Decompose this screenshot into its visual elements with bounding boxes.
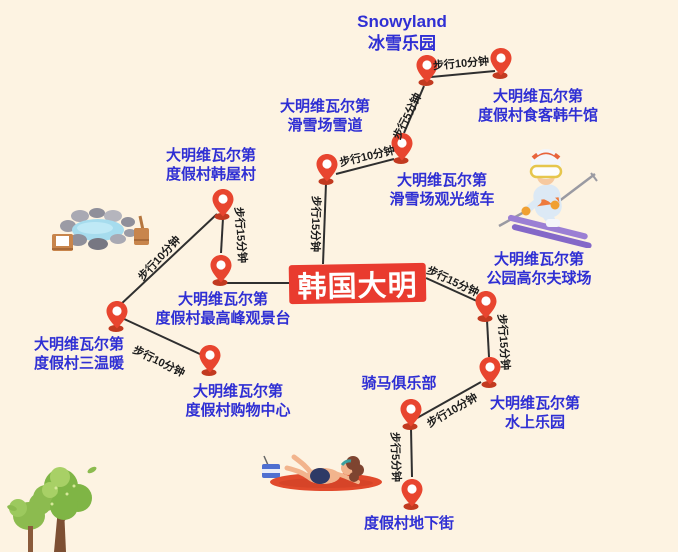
park-golf-course-label: 大明维瓦尔第公园高尔夫球场: [486, 250, 591, 288]
ski-slope-pin: [315, 153, 339, 185]
route-line-horse-riding-club--underground-street: [410, 427, 413, 478]
route-duration-label-ski-slope--center-badge: 步行15分钟: [308, 195, 322, 253]
water-park-pin: [478, 356, 502, 388]
hanok-village-label-line: 度假村韩屋村: [165, 166, 257, 184]
water-park-label: 大明维瓦尔第水上乐园: [490, 394, 580, 432]
snowyland-ice-park-label: Snowyland 冰雪乐园: [357, 11, 447, 55]
hanwoo-restaurant-label-line: 大明维瓦尔第: [492, 88, 584, 105]
snowyland-ice-park-label-line: 冰雪乐园: [367, 33, 436, 53]
ski-slope-label-line: 滑雪场雪道: [287, 117, 363, 135]
route-line-snowyland-ice-park--hanwoo-restaurant: [430, 70, 496, 78]
sauna-pin: [105, 300, 129, 332]
route-line-hanok-village--peak-observatory: [220, 217, 224, 254]
hot-spring-illustration: [52, 208, 149, 251]
route-line-sauna--shopping-center: [121, 317, 203, 356]
sauna-label-line: 大明维瓦尔第: [33, 336, 125, 353]
peak-observatory-label-line: 大明维瓦尔第: [177, 291, 269, 308]
center-title-badge: 韩国大明: [288, 262, 427, 305]
horse-riding-club-pin: [399, 398, 423, 430]
hanwoo-restaurant-label: 大明维瓦尔第度假村食客韩牛馆: [478, 87, 598, 125]
park-golf-course-label-line: 大明维瓦尔第: [493, 251, 585, 268]
snowyland-ice-park-label-line: Snowyland: [357, 12, 447, 31]
sauna-label: 大明维瓦尔第度假村三温暖: [34, 335, 124, 373]
trees-illustration: [7, 466, 97, 552]
sightseeing-cable-car-pin: [390, 132, 414, 164]
skier-illustration: [498, 149, 598, 248]
park-golf-course-label-line: 公园高尔夫球场: [486, 270, 592, 288]
ski-slope-label-line: 大明维瓦尔第: [279, 98, 371, 115]
swimmer-illustration: [262, 454, 382, 491]
snowyland-ice-park-pin: [415, 54, 439, 86]
sightseeing-cable-car-label-line: 大明维瓦尔第: [396, 172, 488, 189]
hanok-village-label: 大明维瓦尔第度假村韩屋村: [166, 146, 256, 184]
center-title-text: 韩国大明: [297, 269, 418, 304]
peak-observatory-pin: [209, 254, 233, 286]
ski-slope-label: 大明维瓦尔第滑雪场雪道: [280, 97, 370, 135]
shopping-center-label-line: 度假村购物中心: [185, 402, 291, 420]
water-park-label-line: 大明维瓦尔第: [489, 395, 581, 412]
hanok-village-label-line: 大明维瓦尔第: [165, 147, 257, 164]
route-line-snowyland-ice-park--sightseeing-cable-car: [403, 85, 425, 134]
shopping-center-label: 大明维瓦尔第度假村购物中心: [185, 382, 290, 420]
sauna-label-line: 度假村三温暖: [33, 355, 125, 373]
horse-riding-club-label-line: 骑马俱乐部: [361, 375, 437, 392]
shopping-center-label-line: 大明维瓦尔第: [192, 383, 284, 400]
route-duration-label-horse-riding-club--underground-street: 步行5分钟: [388, 431, 402, 483]
water-park-label-line: 水上乐园: [504, 414, 566, 432]
sightseeing-cable-car-label-line: 滑雪场观光缆车: [389, 191, 495, 209]
route-line-water-park--horse-riding-club: [416, 381, 482, 419]
hanok-village-pin: [211, 188, 235, 220]
sightseeing-cable-car-label: 大明维瓦尔第滑雪场观光缆车: [389, 171, 494, 209]
peak-observatory-label: 大明维瓦尔第度假村最高峰观景台: [155, 290, 290, 328]
shopping-center-pin: [198, 344, 222, 376]
horse-riding-club-label: 骑马俱乐部: [361, 374, 436, 393]
route-line-center-badge--park-golf-course: [425, 277, 480, 303]
hanwoo-restaurant-pin: [489, 47, 513, 79]
underground-street-label: 度假村地下街: [364, 514, 454, 533]
park-golf-course-pin: [474, 290, 498, 322]
hanwoo-restaurant-label-line: 度假村食客韩牛馆: [477, 107, 599, 125]
route-line-ski-slope--center-badge: [322, 182, 327, 265]
underground-street-pin: [400, 478, 424, 510]
route-line-hanok-village--sauna: [118, 213, 218, 307]
route-line-park-golf-course--water-park: [486, 319, 490, 358]
peak-observatory-label-line: 度假村最高峰观景台: [155, 310, 291, 328]
route-line-sightseeing-cable-car--ski-slope: [335, 158, 395, 175]
underground-street-label-line: 度假村地下街: [363, 515, 455, 532]
